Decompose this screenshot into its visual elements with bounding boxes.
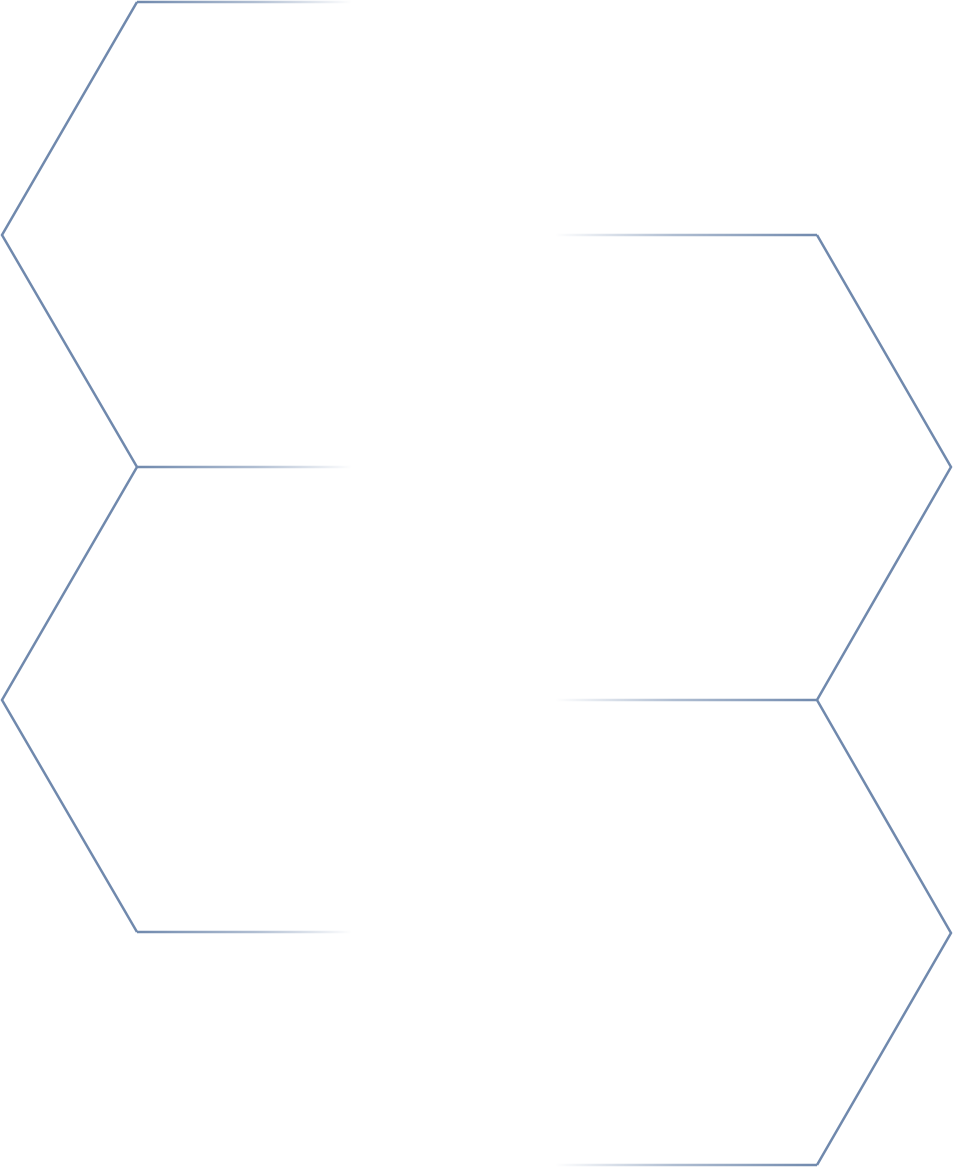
hexagon-bottom-right-edges [815, 699, 953, 1166]
hexagon-outline-top-right [555, 233, 953, 702]
hexagon-outline-bottom-left [0, 466, 352, 934]
hexagon-top-left-edges [0, 1, 139, 468]
hexagon-top-right-edges [815, 234, 953, 701]
hexagon-outline-bottom-right [555, 699, 953, 1167]
hexagon-bottom-left-edges [0, 466, 139, 933]
hexagon-outline-top-left [0, 0, 352, 469]
